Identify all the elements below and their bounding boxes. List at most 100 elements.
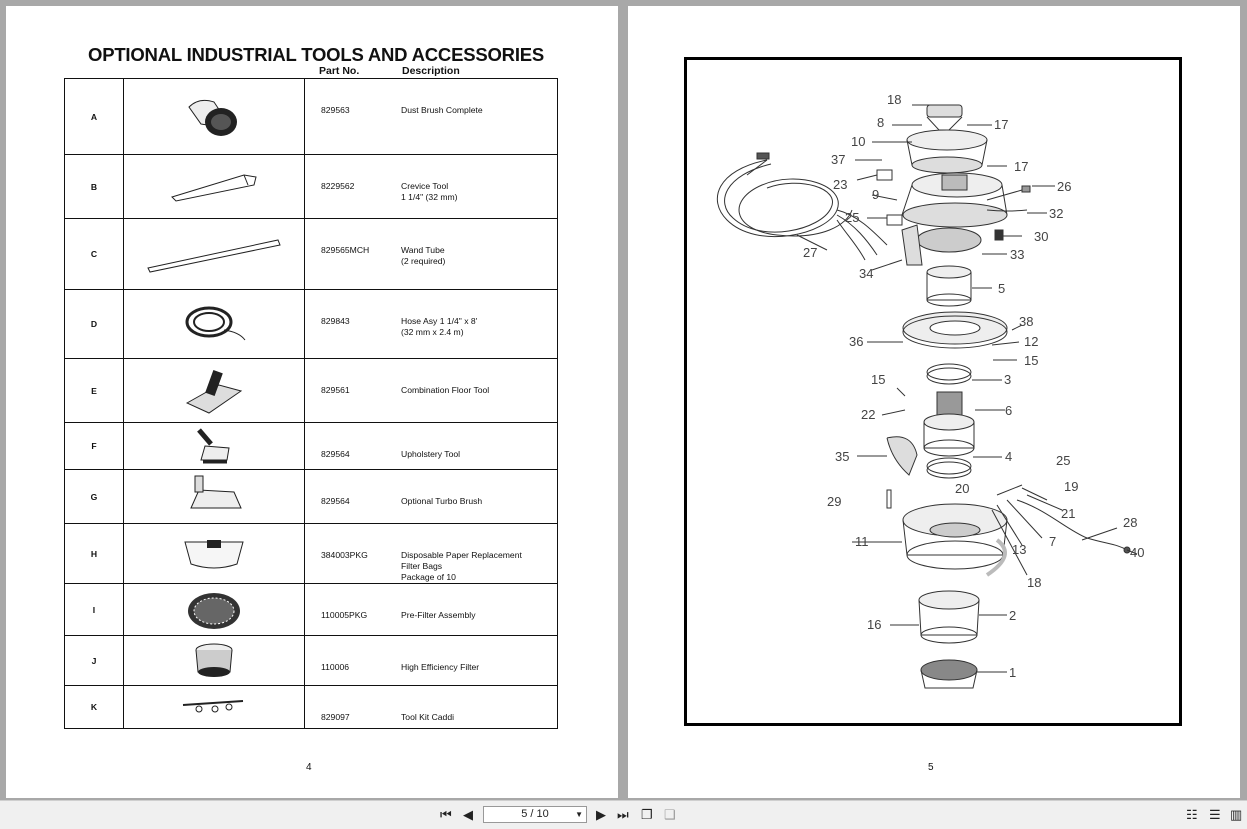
part-number: 829097 (321, 712, 350, 722)
callout-label: 1 (1009, 665, 1016, 680)
description-line: Upholstery Tool (401, 449, 461, 459)
callout-label: 40 (1130, 545, 1144, 560)
callout-label: 19 (1064, 479, 1078, 494)
description-line: Combination Floor Tool (401, 385, 490, 395)
viewer-toolbar: ⏮ ◀ 5 / 10 ▼ ▶ ⏭ ❐ ❑ ☷ ☰ ▥ (0, 800, 1247, 829)
callout-label: 29 (827, 494, 841, 509)
row-letter: B (64, 154, 124, 219)
continuous-view-icon[interactable]: ☰ (1209, 807, 1221, 822)
description-line: Optional Turbo Brush (401, 496, 483, 506)
part-description: High Efficiency Filter (385, 636, 557, 673)
row-letter: J (64, 635, 124, 686)
callout-label: 25 (845, 210, 859, 225)
callout-label: 12 (1024, 334, 1038, 349)
column-header-part-no: Part No. (319, 65, 360, 77)
part-description: Dust Brush Complete (385, 79, 557, 116)
floor-tool-icon (123, 358, 305, 423)
row-letter: E (64, 358, 124, 423)
part-number: 384003PKG (321, 550, 368, 560)
two-page-icon[interactable]: ❑ (664, 807, 676, 822)
page-indicator: 5 / 10 (521, 808, 549, 820)
callout-label: 7 (1049, 534, 1056, 549)
upholstery-tool-icon (123, 422, 305, 470)
callout-label: 32 (1049, 206, 1063, 221)
callout-label: 21 (1061, 506, 1075, 521)
table-row: C 829565MCH Wand Tube(2 required) (64, 218, 558, 290)
description-line: Tool Kit Caddi (401, 712, 455, 722)
crevice-tool-icon (123, 154, 305, 219)
callout-label: 4 (1005, 449, 1012, 464)
part-number: 829564 (321, 496, 350, 506)
table-row: K 829097 Tool Kit Caddi (64, 685, 558, 729)
callout-label: 13 (1012, 542, 1026, 557)
callout-label: 36 (849, 334, 863, 349)
callout-label: 30 (1034, 229, 1048, 244)
callout-label: 22 (861, 407, 875, 422)
callout-label: 28 (1123, 515, 1137, 530)
callout-label: 8 (877, 115, 884, 130)
part-description: Upholstery Tool (385, 423, 557, 460)
description-line: Crevice Tool (401, 181, 449, 191)
description-line: Dust Brush Complete (401, 105, 483, 115)
last-page-icon[interactable]: ⏭ (617, 807, 629, 822)
part-description: Combination Floor Tool (385, 359, 557, 396)
callout-label: 37 (831, 152, 845, 167)
row-letter: A (64, 78, 124, 155)
callout-label: 33 (1010, 247, 1024, 262)
description-line: High Efficiency Filter (401, 662, 480, 672)
callout-label: 25 (1056, 453, 1070, 468)
callout-label: 2 (1009, 608, 1016, 623)
callout-label: 18 (1027, 575, 1041, 590)
callout-label: 17 (994, 117, 1008, 132)
part-description: Hose Asy 1 1/4" x 8'(32 mm x 2.4 m) (385, 290, 557, 338)
single-page-view-icon[interactable]: ☷ (1186, 807, 1198, 822)
callout-label: 17 (1014, 159, 1028, 174)
first-page-icon[interactable]: ⏮ (440, 807, 452, 822)
description-line: 1 1/4" (32 mm) (401, 192, 458, 202)
turbo-brush-icon (123, 469, 305, 524)
row-letter: I (64, 583, 124, 636)
prev-page-icon[interactable]: ◀ (463, 807, 473, 822)
hepa-filter-icon (123, 635, 305, 686)
paper-bag-icon (123, 523, 305, 584)
description-line: (32 mm x 2.4 m) (401, 327, 464, 337)
row-letter: C (64, 218, 124, 290)
callout-label: 10 (851, 134, 865, 149)
callout-label: 16 (867, 617, 881, 632)
document-page-left: OPTIONAL INDUSTRIAL TOOLS AND ACCESSORIE… (6, 6, 618, 798)
row-letter: K (64, 685, 124, 729)
callout-label: 15 (871, 372, 885, 387)
part-description: Pre-Filter Assembly (385, 584, 557, 621)
part-description: Tool Kit Caddi (385, 686, 557, 723)
next-page-icon[interactable]: ▶ (596, 807, 606, 822)
page-title: OPTIONAL INDUSTRIAL TOOLS AND ACCESSORIE… (88, 44, 545, 65)
description-line: Package of 10 (401, 572, 456, 582)
fit-page-icon[interactable]: ❐ (641, 807, 653, 822)
part-number: 829565MCH (321, 245, 370, 255)
callout-label: 11 (855, 534, 869, 549)
column-header-description: Description (402, 65, 460, 77)
page-number: 4 (306, 762, 312, 773)
callout-label: 34 (859, 266, 873, 281)
row-letter: F (64, 422, 124, 470)
table-row: E 829561 Combination Floor Tool (64, 358, 558, 423)
callout-label: 26 (1057, 179, 1071, 194)
wand-tube-icon (123, 218, 305, 290)
page-indicator-select[interactable]: 5 / 10 ▼ (483, 806, 587, 823)
callout-label: 35 (835, 449, 849, 464)
callout-label: 18 (887, 92, 901, 107)
part-description: Wand Tube(2 required) (385, 219, 557, 267)
part-number: 829561 (321, 385, 350, 395)
callout-label: 20 (955, 481, 969, 496)
part-description: Optional Turbo Brush (385, 470, 557, 507)
page-number: 5 (928, 762, 934, 773)
facing-view-icon[interactable]: ▥ (1230, 807, 1243, 822)
